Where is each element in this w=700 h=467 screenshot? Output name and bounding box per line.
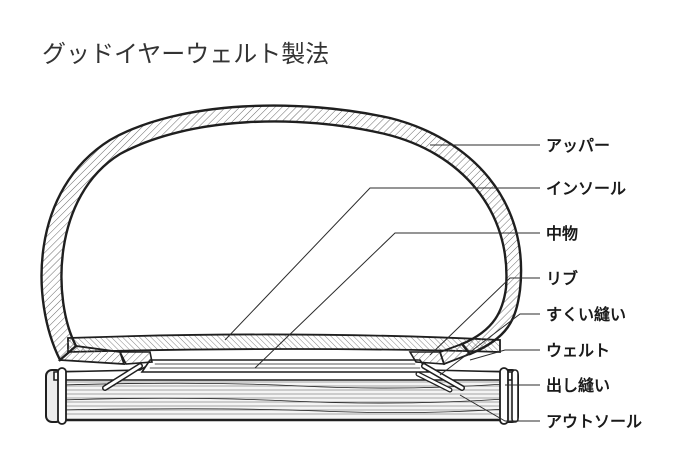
diagram-title: グッドイヤーウェルト製法 xyxy=(42,40,329,68)
leader-filler xyxy=(254,232,540,369)
filler-shape xyxy=(140,359,430,373)
outsole-stitch-left xyxy=(57,367,67,425)
leader-welt xyxy=(469,349,540,361)
leader-insole xyxy=(224,187,540,341)
insole-shape xyxy=(67,333,501,353)
welt-stitch-right xyxy=(415,363,465,393)
label-rib: リブ xyxy=(546,269,578,288)
label-outsole: アウトソール xyxy=(546,412,642,431)
leader-rib xyxy=(429,277,540,356)
leader-lines xyxy=(224,144,540,422)
label-welt: ウェルト xyxy=(546,341,610,360)
label-welt-stitch: すくい縫い xyxy=(546,305,626,324)
rib-left xyxy=(118,351,153,365)
label-outsole-stitch: 出し縫い xyxy=(546,376,610,395)
upper-shape xyxy=(40,104,523,366)
label-upper: アッパー xyxy=(546,136,610,155)
leader-welt-stitch xyxy=(439,313,540,376)
leader-outsole xyxy=(459,394,540,422)
label-insole: インソール xyxy=(546,179,626,198)
label-filler: 中物 xyxy=(546,224,578,243)
welt-stitch-left xyxy=(102,363,143,391)
outsole-stitch-right xyxy=(499,367,519,425)
